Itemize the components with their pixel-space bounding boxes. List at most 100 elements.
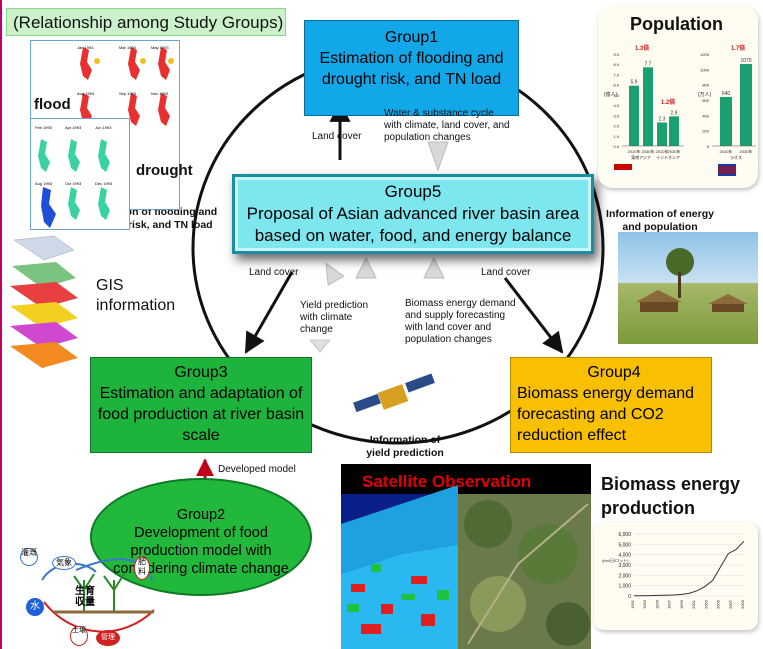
map-month-4: Sep 1993 — [119, 91, 137, 96]
map-month-3: Aug 1993 — [77, 91, 95, 96]
gis-information-label: GIS information — [96, 277, 176, 314]
map-month-7: Apr 1993 — [65, 125, 82, 130]
pop-left-tick: 2.0 — [613, 124, 619, 129]
fertilizer-node: 肥料 — [134, 556, 150, 580]
water-node: 水 — [26, 598, 44, 616]
pop-left-bar — [643, 67, 653, 146]
energy-population-info-label: Information of energy and population — [606, 208, 714, 233]
pop-right-tick: 800 — [702, 83, 709, 88]
biomass-year-label: 2003 — [703, 599, 708, 609]
developed-model-label: Developed model — [218, 464, 296, 475]
pop-left-bar — [657, 122, 667, 146]
group1-box: Group1 Estimation of flooding and drough… — [304, 20, 519, 116]
land-cover-label-g1: Land cover — [312, 131, 362, 142]
group2-ellipse: Group2 Development of food production mo… — [90, 478, 312, 596]
biomass-tick: 1,000 — [618, 584, 631, 590]
biomass-year-label: 1999 — [679, 599, 684, 609]
pop-left-group: インドネシア — [656, 154, 680, 160]
pop-left-tick: 8.0 — [613, 62, 619, 67]
pop-right-ylabel: (万人) — [698, 92, 712, 98]
pop-left-tick: 5.0 — [613, 93, 619, 98]
map-month-2: May 1993 — [151, 45, 169, 50]
pop-left-value: 2.3 — [659, 116, 666, 122]
satellite-icon — [353, 373, 435, 413]
flood-label: flood — [34, 96, 71, 113]
map-month-6: Feb 1993 — [35, 125, 52, 130]
pop-left-tick: 7.0 — [613, 72, 619, 77]
group2-desc: Development of food production model wit… — [113, 525, 289, 577]
pop-right-xlabel: 2010年 — [720, 148, 733, 154]
diagram-title: (Relationship among Study Groups) — [6, 8, 286, 36]
soil-node: 土壌 — [70, 626, 88, 646]
pop-right-bar — [740, 63, 752, 146]
group5-box: Group5 Proposal of Asian advanced river … — [232, 174, 594, 254]
land-cover-label-left: Land cover — [249, 267, 299, 278]
pop-left-tick: 9.0 — [613, 52, 619, 57]
biomass-ylabel: (ton/日/ロット) — [602, 558, 629, 563]
growth-yield-node: 生育収量 — [75, 586, 95, 608]
map-month-5: Nov 1993 — [151, 91, 169, 96]
pop-right-bar — [720, 96, 732, 146]
map-month-1: Mar 1993 — [119, 45, 136, 50]
left-frame-line — [0, 0, 2, 649]
pop-left-tick: 4.0 — [613, 103, 619, 108]
pop-left-bar — [629, 85, 639, 146]
yield-info-label: Information of yield prediction — [366, 434, 444, 459]
map-month-9: Aug 1993 — [35, 181, 53, 186]
pop-left-bar — [669, 116, 679, 146]
group5-name: Group5 — [384, 182, 442, 201]
group4-desc: Biomass energy demand forecasting and CO… — [517, 385, 694, 444]
population-chart: 9.08.07.06.05.04.03.02.01.00.0(億人)5.97.7… — [604, 44, 756, 160]
pop-left-group: 東南アジア — [631, 154, 651, 160]
indonesia-flag-icon — [614, 164, 632, 176]
laos-flag-icon — [718, 164, 736, 176]
map-month-8: Jun 1993 — [95, 125, 112, 130]
pop-left-value: 7.7 — [645, 61, 652, 67]
drought-label: drought — [136, 162, 193, 179]
group4-name: Group4 — [587, 364, 641, 381]
satellite-classified-drawing — [341, 464, 461, 649]
map-month-10: Oct 1993 — [65, 181, 82, 186]
biomass-year-label: 1991 — [630, 599, 635, 609]
pop-right-tick: 1200 — [700, 52, 710, 57]
pop-left-tick: 0.0 — [613, 144, 619, 149]
pop-right-value: 640 — [722, 91, 731, 97]
satellite-photo-image — [458, 464, 591, 649]
pop-right-tick: 1000 — [700, 67, 710, 72]
pop-right-annot: 1.7倍 — [731, 44, 745, 52]
group3-desc: Estimation and adaptation of food produc… — [97, 385, 305, 444]
rural-field-photo — [618, 232, 758, 344]
gis-layers-illustration — [10, 235, 78, 368]
crop-model-diagram — [41, 558, 155, 633]
management-node: 管理 — [96, 630, 120, 646]
pop-right-tick: 600 — [702, 98, 709, 103]
biomass-tick: 3,000 — [618, 563, 631, 569]
biomass-tick: 4,000 — [618, 553, 631, 559]
pop-left-annot: 1.2倍 — [661, 98, 675, 106]
pop-right-tick: 0 — [707, 144, 710, 149]
pop-left-value: 5.9 — [631, 80, 638, 86]
water-substance-cycle-label: Water & substance cycle with climate, la… — [384, 108, 510, 143]
pop-right-group: ラオス — [730, 154, 742, 160]
biomass-year-label: 2009 — [740, 599, 745, 609]
drought-map-grid — [38, 139, 110, 228]
biomass-demand-label: Biomass energy demand and supply forecas… — [405, 298, 516, 345]
irrigation-node: 灌漑 — [20, 548, 38, 566]
pop-left-tick: 3.0 — [613, 113, 619, 118]
rural-field-drawing — [636, 248, 748, 312]
pop-left-tick: 1.0 — [613, 134, 619, 139]
population-left-chart: 9.08.07.06.05.04.03.02.01.00.0(億人)5.97.7… — [604, 44, 684, 160]
biomass-chart: 6,0005,0004,0003,0002,0001,0000(ton/日/ロッ… — [602, 532, 745, 609]
pop-right-tick: 400 — [702, 113, 709, 118]
yield-climate-label: Yield prediction with climate change — [300, 300, 369, 335]
group3-box: Group3 Estimation and adaptation of food… — [90, 357, 312, 453]
group1-desc: Estimation of flooding and drought risk,… — [319, 50, 504, 88]
group4-box: Group4 Biomass energy demand forecasting… — [510, 357, 712, 453]
group2-name: Group2 — [176, 507, 226, 523]
pop-left-ylabel: (億人) — [604, 91, 618, 98]
satellite-photo-drawing — [458, 464, 591, 646]
pop-right-tick: 200 — [702, 129, 709, 134]
